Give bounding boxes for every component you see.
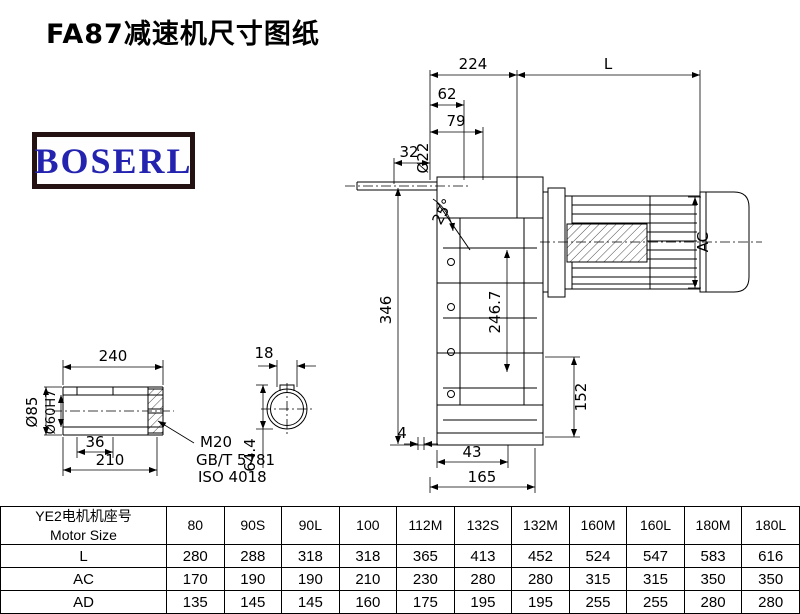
col-header: 90S: [223, 506, 283, 545]
page-title: FA87减速机尺寸图纸: [46, 19, 320, 50]
dim-label-165: 165: [468, 468, 497, 486]
table-cell: 365: [396, 544, 455, 568]
table-cell: 280: [453, 567, 513, 591]
table-header-row: YE2电机机座号 Motor Size 80 90S 90L 100 112M …: [0, 506, 800, 545]
table-cell: 452: [511, 544, 570, 568]
col-header: 80: [166, 506, 225, 545]
table-row-AC: AC 170 190 190 210 230 280 280 315 315 3…: [0, 567, 800, 591]
row-label: L: [0, 544, 167, 568]
table-row-AD: AD 135 145 145 160 175 195 195 255 255 2…: [0, 590, 800, 614]
col-header: 180L: [741, 506, 800, 545]
table-cell: 547: [626, 544, 685, 568]
table-cell: 255: [568, 590, 628, 614]
col-header: 100: [338, 506, 398, 545]
table-cell: 413: [453, 544, 513, 568]
table-cell: 318: [338, 544, 398, 568]
dim-label-152: 152: [572, 383, 590, 412]
table-cell: 145: [223, 590, 283, 614]
table-cell: 318: [281, 544, 340, 568]
table-cell: 255: [626, 590, 685, 614]
note-m20: M20: [200, 433, 232, 451]
table-row-L: L 280 288 318 318 365 413 452 524 547 58…: [0, 544, 800, 568]
table-cell: 315: [568, 567, 628, 591]
table-cell: 280: [683, 590, 743, 614]
table-cell: 280: [741, 590, 800, 614]
table-cell: 583: [683, 544, 743, 568]
shaft-detail-view: [62, 386, 164, 436]
dimension-lines: [43, 72, 700, 490]
table-cell: 280: [511, 567, 570, 591]
table-cell: 190: [281, 567, 340, 591]
dim-label-224: 224: [459, 55, 488, 73]
dim-label-18: 18: [254, 344, 273, 362]
motor-size-table: YE2电机机座号 Motor Size 80 90S 90L 100 112M …: [0, 506, 800, 614]
table-cell: 280: [166, 544, 225, 568]
table-cell: 170: [166, 567, 225, 591]
boserl-logo: BOSERL: [32, 132, 195, 189]
motor-size-header-en: Motor Size: [50, 526, 117, 543]
dim-label-4: 4: [397, 424, 407, 442]
col-header: 132S: [453, 506, 513, 545]
dim-label-240: 240: [99, 347, 128, 365]
row-label: AC: [0, 567, 167, 591]
col-header: 112M: [396, 506, 455, 545]
dim-label-36: 36: [85, 433, 104, 451]
note-iso-4018: ISO 4018: [198, 468, 267, 486]
table-cell: 616: [741, 544, 800, 568]
dim-label-L: L: [604, 55, 613, 73]
col-header: 180M: [683, 506, 743, 545]
table-cell: 350: [741, 567, 800, 591]
dim-label-64-4: 64.4: [241, 438, 259, 471]
dim-label-25deg: 25°: [428, 196, 456, 228]
table-cell: 524: [568, 544, 628, 568]
motor-view: [543, 187, 750, 298]
dim-label-32: 32: [399, 143, 418, 161]
table-cell: 195: [511, 590, 570, 614]
table-cell: 350: [683, 567, 743, 591]
table-cell: 135: [166, 590, 225, 614]
dim-label-62: 62: [437, 85, 456, 103]
col-header: 90L: [281, 506, 340, 545]
motor-size-header-cell: YE2电机机座号 Motor Size: [0, 506, 167, 545]
gearbox-main-view: [356, 176, 544, 446]
technical-drawing: 224 L 62 79 32 Ø22 25° 346 246.7 AC 152 …: [23, 55, 762, 493]
dim-label-d60h7: Ø60H7: [44, 390, 59, 435]
table-cell: 145: [281, 590, 340, 614]
dim-label-d85: Ø85: [23, 397, 41, 428]
boserl-logo-text: BOSERL: [34, 140, 193, 181]
dim-label-210: 210: [96, 451, 125, 469]
table-cell: 210: [338, 567, 398, 591]
row-label: AD: [0, 590, 167, 614]
note-gbt-5781: GB/T 5781: [196, 451, 275, 469]
table-cell: 190: [223, 567, 283, 591]
table-cell: 175: [396, 590, 455, 614]
motor-size-header-cn: YE2电机机座号: [35, 508, 132, 525]
table-cell: 160: [338, 590, 398, 614]
dim-label-79: 79: [446, 112, 465, 130]
col-header: 160L: [626, 506, 685, 545]
dim-label-d22: Ø22: [414, 143, 432, 174]
col-header: 132M: [511, 506, 570, 545]
table-cell: 195: [453, 590, 513, 614]
col-header: 160M: [568, 506, 628, 545]
table-cell: 288: [223, 544, 283, 568]
extension-lines: [44, 70, 701, 493]
dim-label-AC: AC: [694, 232, 712, 252]
dim-label-246-7: 246.7: [486, 291, 504, 334]
table-cell: 315: [626, 567, 685, 591]
table-cell: 230: [396, 567, 455, 591]
dim-label-346: 346: [377, 296, 395, 325]
dim-label-43: 43: [462, 443, 481, 461]
